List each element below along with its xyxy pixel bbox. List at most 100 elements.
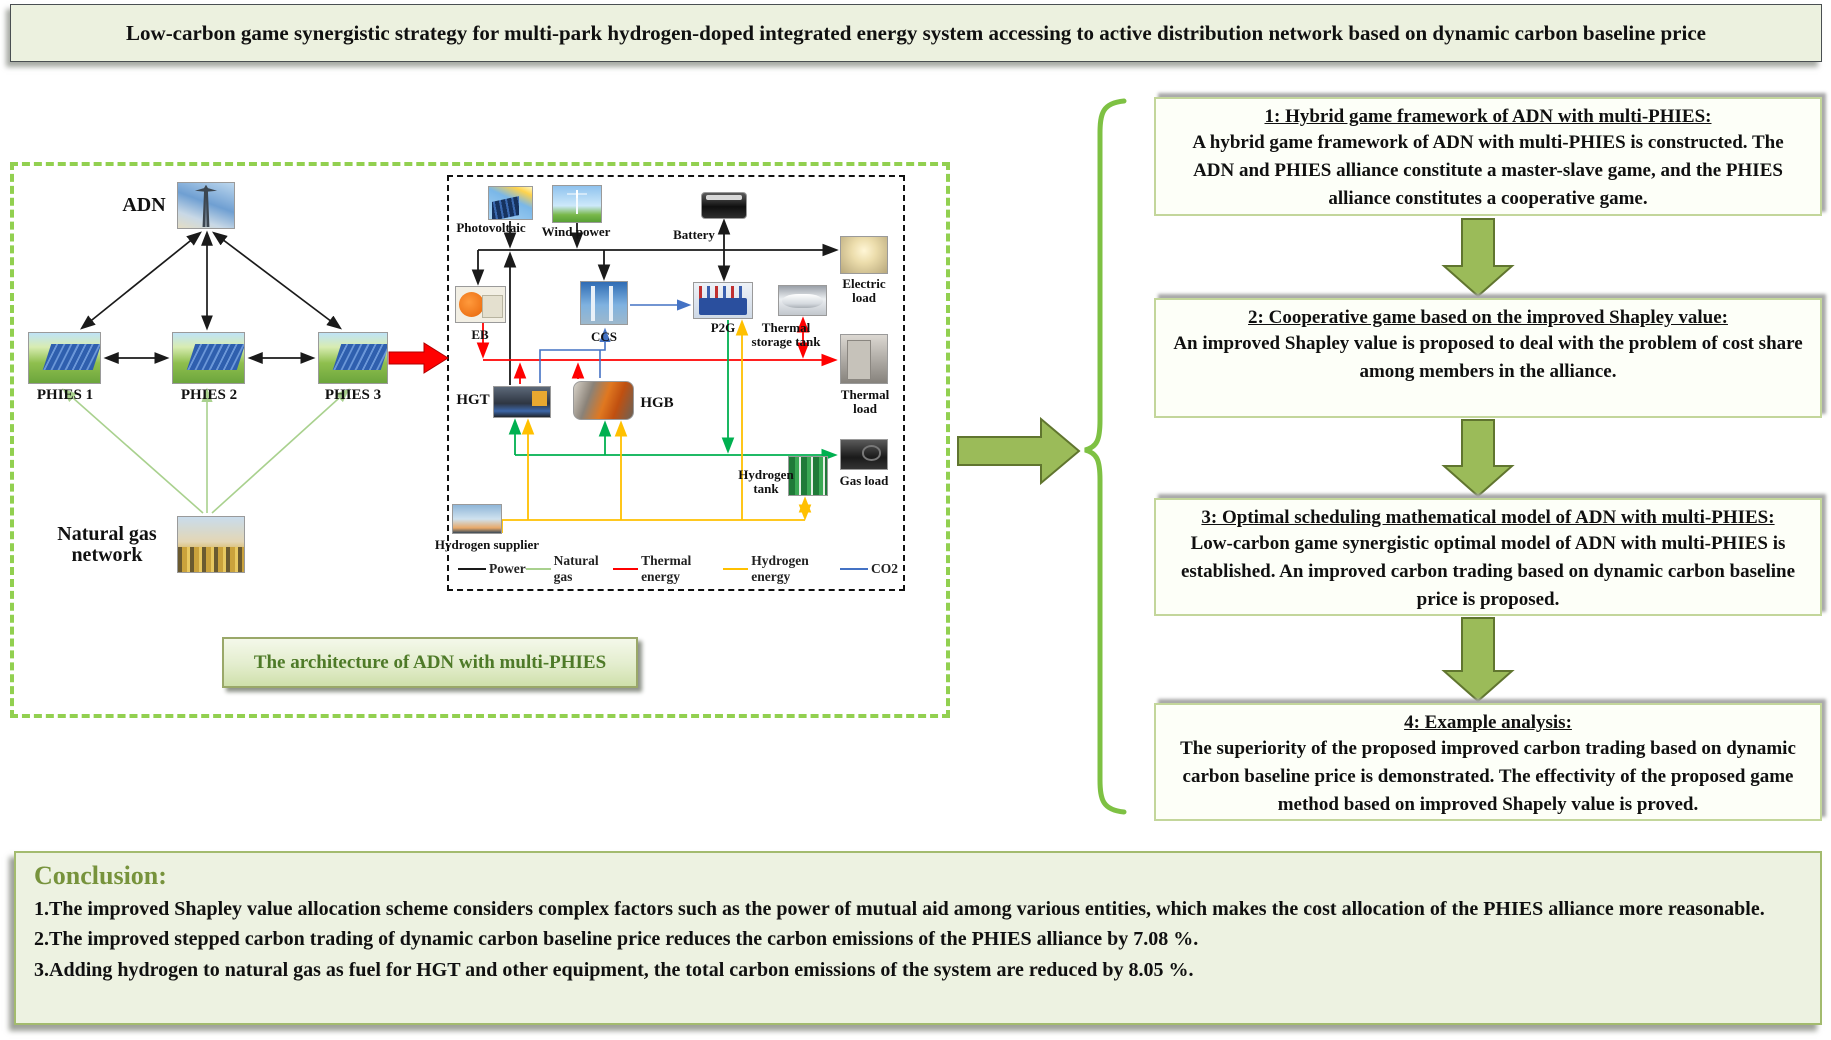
photovoltaic-photo bbox=[488, 186, 533, 220]
phies3-label: PHIES 3 bbox=[324, 387, 382, 403]
hydrogen-lines bbox=[501, 319, 812, 533]
co2-lines bbox=[539, 299, 692, 383]
phies-to-system-arrow bbox=[388, 342, 449, 374]
phies1-photo bbox=[28, 332, 101, 384]
ccs-photo bbox=[580, 281, 628, 325]
hydrogen-supplier-label: Hydrogen supplier bbox=[434, 537, 540, 552]
conclusion-heading: Conclusion: bbox=[34, 861, 167, 890]
adn-phies-arrows bbox=[80, 230, 343, 364]
hgb-photo bbox=[573, 381, 634, 420]
legend-co2: CO2 bbox=[840, 561, 898, 577]
step3-title: 3: Optimal scheduling mathematical model… bbox=[1201, 507, 1775, 528]
gas-network-photo bbox=[177, 516, 245, 573]
generator-icon bbox=[532, 390, 547, 407]
step2-body: An improved Shapley value is proposed to… bbox=[1173, 333, 1803, 382]
system-diagram-frame bbox=[447, 175, 905, 591]
hgt-photo bbox=[493, 386, 551, 418]
legend-natural-gas: Natural gas bbox=[525, 553, 613, 585]
step3-body: Low-carbon game synergistic optimal mode… bbox=[1180, 533, 1796, 610]
legend-thermal-label: Thermal energy bbox=[641, 553, 692, 584]
thermal-load-photo bbox=[840, 334, 888, 384]
phies2-label: PHIES 2 bbox=[180, 387, 238, 403]
flow-arrow bbox=[957, 416, 1081, 486]
thermal-line-swatch bbox=[613, 568, 639, 570]
legend-gas-label: Natural gas bbox=[553, 553, 599, 584]
legend-power: Power bbox=[458, 561, 526, 577]
title-banner: Low-carbon game synergistic strategy for… bbox=[10, 4, 1822, 62]
boiler-body-icon bbox=[482, 294, 504, 319]
heater-unit-icon bbox=[847, 339, 871, 381]
photovoltaic-label: Photovoltaic bbox=[456, 220, 526, 235]
solar-park-icon bbox=[187, 344, 244, 370]
adn-photo bbox=[177, 182, 235, 229]
hgb-label: HGB bbox=[640, 395, 674, 411]
co2-line-swatch bbox=[840, 568, 868, 570]
thermal-lines bbox=[476, 316, 838, 384]
step-down-arrows bbox=[1441, 218, 1515, 703]
thermal-load-label: Thermal load bbox=[840, 387, 890, 416]
p2g-photo bbox=[693, 282, 753, 319]
p2g-label: P2G bbox=[710, 320, 736, 335]
phies2-photo bbox=[172, 332, 245, 384]
ccs-label: CCS bbox=[590, 329, 617, 344]
step1-body: A hybrid game framework of ADN with mult… bbox=[1192, 132, 1784, 209]
battery-photo bbox=[701, 192, 747, 219]
phies3-photo bbox=[318, 332, 388, 384]
hydrogen-supplier-photo bbox=[452, 504, 502, 534]
legend-hydrogen-label: Hydrogen energy bbox=[751, 553, 809, 584]
battery-icon bbox=[706, 195, 742, 200]
thermal-storage-label: Thermal storage tank bbox=[751, 320, 821, 349]
boiler-drum-icon bbox=[458, 291, 485, 318]
thermal-storage-photo bbox=[778, 285, 827, 316]
wind-turbine-icon bbox=[576, 192, 578, 215]
step4-title: 4: Example analysis: bbox=[1404, 712, 1572, 733]
storage-cylinder-icon bbox=[781, 294, 824, 309]
conclusion-item-1: 1.The improved Shapley value allocation … bbox=[34, 898, 1765, 920]
conclusion-item-2: 2.The improved stepped carbon trading of… bbox=[34, 928, 1199, 951]
gas-load-photo bbox=[840, 439, 888, 470]
solar-park-icon bbox=[332, 344, 387, 370]
legend-thermal: Thermal energy bbox=[613, 553, 723, 585]
step-box-1: 1: Hybrid game framework of ADN with mul… bbox=[1154, 97, 1822, 216]
hgt-label: HGT bbox=[456, 392, 490, 408]
p2g-pipes-icon bbox=[698, 285, 748, 300]
gas-plant-icon bbox=[178, 547, 244, 572]
energy-legend: Power Natural gas Thermal energy Hydroge… bbox=[458, 553, 898, 584]
steps-brace bbox=[1084, 98, 1127, 815]
gas-network-label: Natural gas network bbox=[57, 523, 157, 566]
gas-line-swatch bbox=[525, 568, 551, 570]
hydrogen-tank-label: Hydrogen tank bbox=[738, 467, 794, 496]
step-box-3: 3: Optimal scheduling mathematical model… bbox=[1154, 498, 1822, 616]
legend-hydrogen: Hydrogen energy bbox=[723, 553, 840, 585]
gas-lines bbox=[508, 320, 838, 462]
legend-co2-label: CO2 bbox=[871, 561, 898, 576]
eb-label: EB bbox=[471, 327, 489, 342]
architecture-caption: The architecture of ADN with multi-PHIES bbox=[222, 637, 638, 688]
paper-title: Low-carbon game synergistic strategy for… bbox=[126, 20, 1706, 45]
transmission-tower-icon bbox=[194, 184, 218, 228]
phies1-label: PHIES 1 bbox=[36, 387, 94, 403]
architecture-frame bbox=[10, 162, 950, 718]
electric-load-label: Electric load bbox=[842, 276, 886, 305]
hydrogen-tank-photo bbox=[788, 456, 828, 496]
p2g-unit-icon bbox=[698, 298, 748, 315]
adn-label: ADN bbox=[122, 194, 166, 216]
stove-burner-icon bbox=[861, 445, 882, 461]
step2-title: 2: Cooperative game based on the improve… bbox=[1248, 307, 1728, 328]
battery-label: Battery bbox=[673, 227, 715, 242]
power-lines bbox=[471, 218, 839, 385]
architecture-caption-text: The architecture of ADN with multi-PHIES bbox=[253, 651, 607, 673]
electric-load-photo bbox=[840, 236, 888, 274]
step-box-2: 2: Cooperative game based on the improve… bbox=[1154, 298, 1822, 418]
power-line-swatch bbox=[458, 568, 486, 570]
plant-stacks-icon bbox=[584, 286, 624, 322]
solar-panel-icon bbox=[491, 195, 519, 219]
step4-body: The superiority of the proposed improved… bbox=[1180, 738, 1796, 815]
wind-power-label: Wind power bbox=[541, 224, 611, 239]
conclusion-item-3: 3.Adding hydrogen to natural gas as fuel… bbox=[34, 958, 1194, 981]
conclusion-panel: Conclusion: 1.The improved Shapley value… bbox=[14, 851, 1822, 1025]
eb-photo bbox=[455, 286, 506, 323]
gas-load-label: Gas load bbox=[839, 473, 889, 488]
